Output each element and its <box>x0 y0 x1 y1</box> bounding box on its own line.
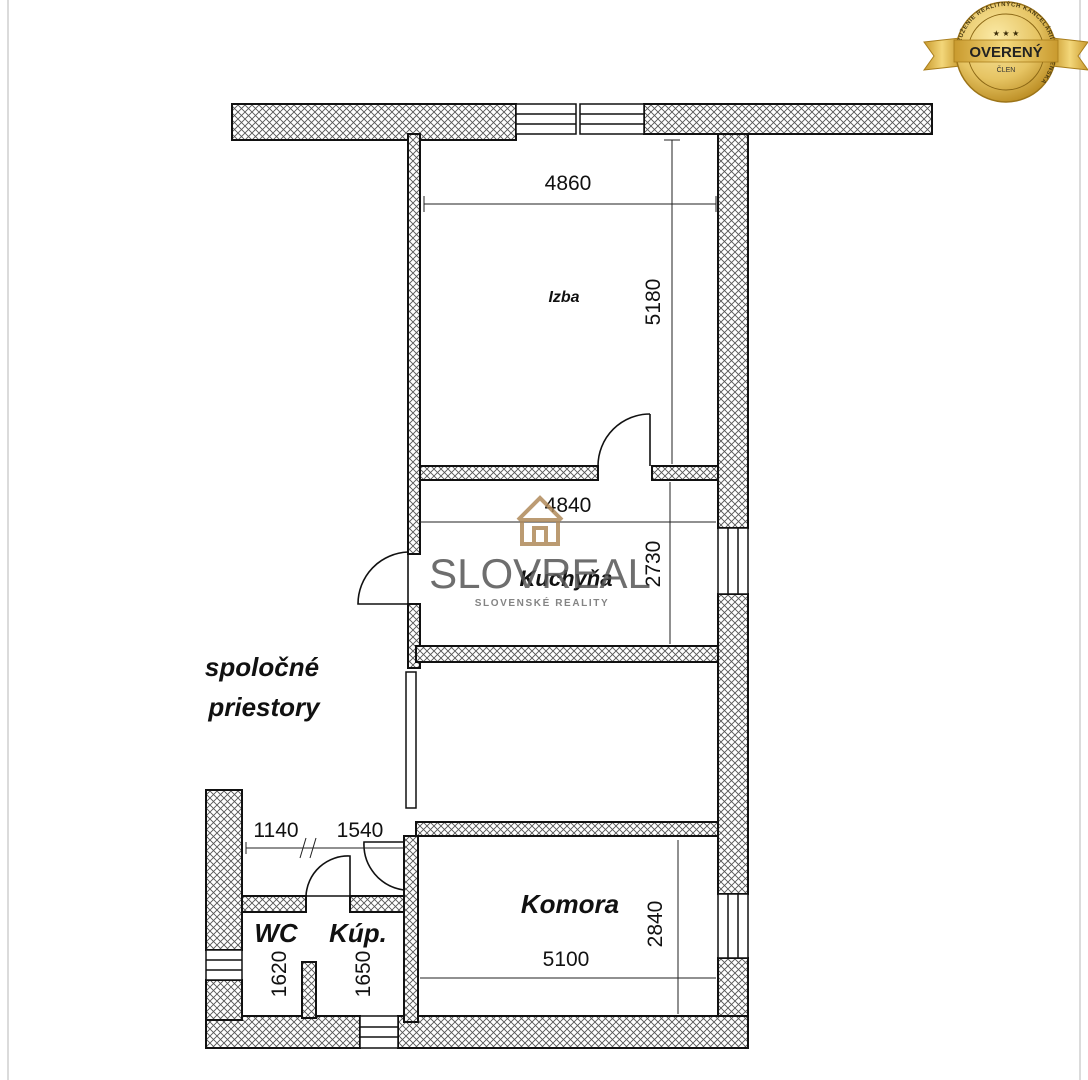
wall-right-upper <box>717 133 749 529</box>
wall-top-left <box>231 103 517 141</box>
dim-izba-width: 4860 <box>545 172 592 195</box>
dim-wc-depth: 1620 <box>268 951 291 998</box>
dim-kupelna-depth: 1650 <box>352 951 375 998</box>
window-top-1 <box>515 103 577 135</box>
dimension-lines <box>245 139 717 1014</box>
wall-wc-top <box>241 895 307 913</box>
room-label-wc: WC <box>254 918 299 948</box>
badge-title: OVERENÝ <box>969 43 1042 61</box>
window-komora <box>717 893 749 959</box>
window-top-2 <box>579 103 645 135</box>
room-label-izba: Izba <box>548 289 579 306</box>
dim-izba-depth: 5180 <box>642 279 665 326</box>
windows <box>205 103 749 1049</box>
wall-wc-divider <box>301 961 317 1019</box>
house-icon <box>516 495 564 546</box>
dim-kuchyna-depth: 2730 <box>642 541 665 588</box>
window-wc <box>205 949 243 981</box>
badge-stars: ★ ★ ★ <box>993 29 1020 38</box>
wall-komora-left <box>403 835 419 1023</box>
wall-wc-left-lower <box>205 979 243 1021</box>
wall-left-upper <box>407 133 421 555</box>
watermark-tagline: SLOVENSKÉ REALITY <box>475 596 609 609</box>
room-label-komora: Komora <box>521 889 619 919</box>
verified-member-badge: ZDRUŽENIE REALITNÝCH KANCELÁRIÍ SLOVENSK… <box>922 1 1088 103</box>
badge-subtitle: ČLEN <box>997 65 1016 74</box>
watermark-brand: SLOVREAL <box>429 550 651 597</box>
dim-kuchyna-width: 4840 <box>545 494 592 517</box>
wall-bottom <box>397 1015 749 1049</box>
wall-hall-komora <box>415 821 719 837</box>
door-wc <box>305 855 351 897</box>
window-kitchen <box>717 527 749 595</box>
common-area-line-2: priestory <box>207 692 321 722</box>
wall-top-right <box>643 103 933 135</box>
dim-komora-depth: 2840 <box>644 901 667 948</box>
wall-wc-left-upper <box>205 789 243 951</box>
window-bath <box>359 1015 399 1049</box>
door-kuchyna <box>357 551 409 605</box>
badge-ribbon-left <box>922 37 961 71</box>
room-label-kuchyna: Kuchyňa <box>520 566 613 591</box>
room-label-kupelna: Kúp. <box>329 918 387 948</box>
watermark: SLOVREAL SLOVENSKÉ REALITY <box>429 495 651 609</box>
opening-hall <box>405 671 417 809</box>
doors <box>305 413 651 897</box>
dim-komora-width: 5100 <box>543 948 590 971</box>
door-izba <box>597 413 651 467</box>
wall-izba-kuchyna <box>419 465 599 481</box>
walls <box>205 103 933 1049</box>
common-area-line-1: spoločné <box>205 652 319 682</box>
dim-corridor-a: 1140 <box>253 819 298 842</box>
wall-izba-kuchyna-2 <box>651 465 719 481</box>
wall-kuchyna-hall <box>415 645 719 663</box>
wall-right-mid <box>717 593 749 895</box>
door-komora <box>363 841 405 891</box>
dim-corridor-b: 1540 <box>337 819 384 842</box>
